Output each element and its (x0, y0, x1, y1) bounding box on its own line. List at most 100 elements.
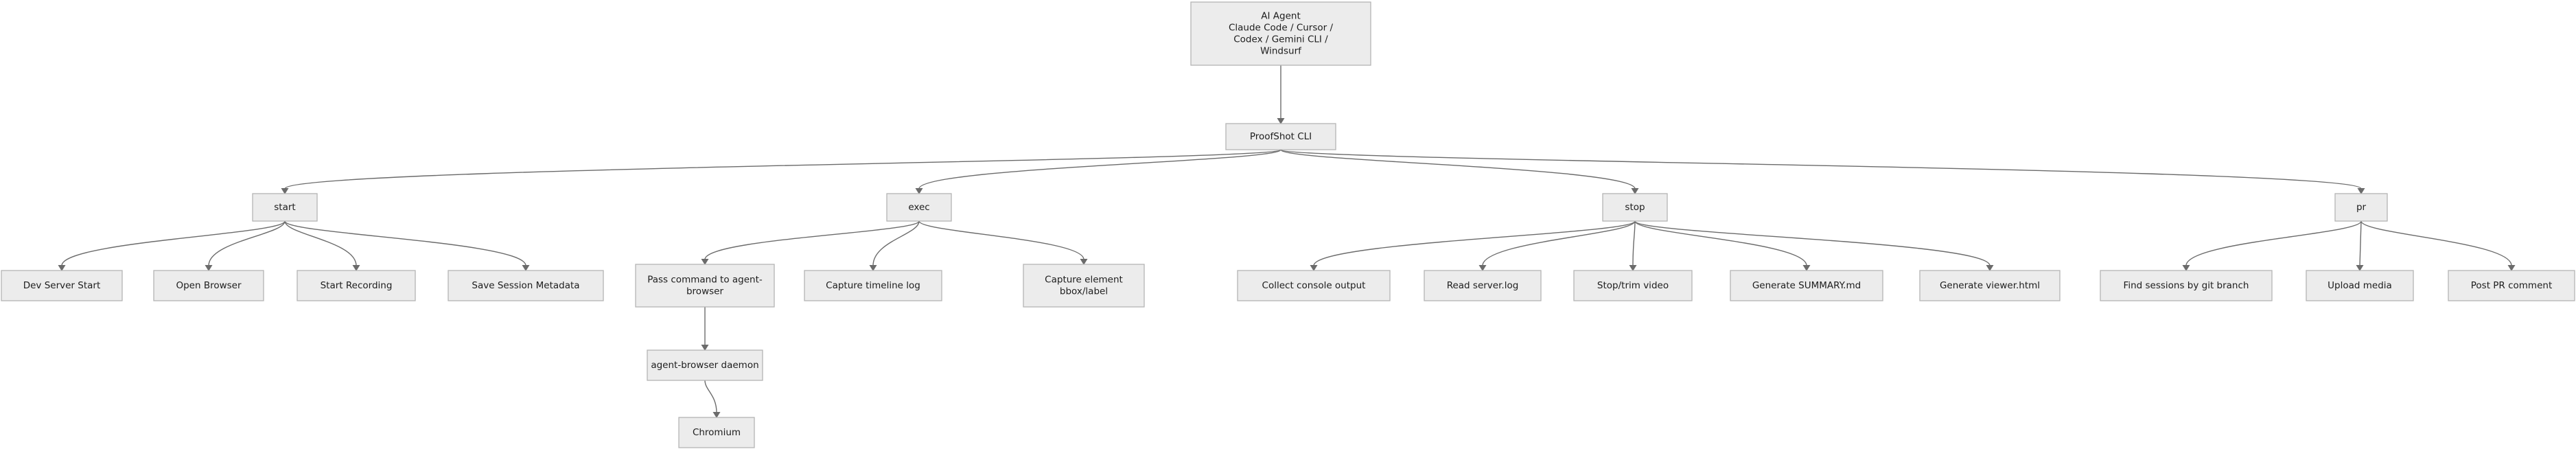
node-pr[interactable]: pr (2334, 193, 2388, 222)
node-generate-viewer-html[interactable]: Generate viewer.html (1919, 270, 2061, 301)
node-label-start-recording: Start Recording (321, 280, 393, 291)
node-start-recording[interactable]: Start Recording (297, 270, 416, 301)
node-label-open-browser: Open Browser (176, 280, 242, 291)
node-box-read-server-log[interactable] (1424, 270, 1542, 301)
node-label-pr: pr (2356, 202, 2367, 213)
node-box-open-browser[interactable] (153, 270, 264, 301)
node-label-line: exec (908, 202, 929, 213)
edge-exec-to-capture-element-bbox-label (918, 220, 1084, 260)
edge-arrowhead (2356, 265, 2364, 271)
node-label-line: Generate SUMMARY.md (1752, 280, 1861, 291)
edge-arrowhead (1631, 188, 1639, 194)
node-label-line: Save Session Metadata (472, 280, 579, 291)
node-exec[interactable]: exec (886, 193, 952, 222)
node-label-line: Windsurf (1260, 46, 1302, 57)
node-label-line: bbox/label (1060, 286, 1108, 297)
node-box-start-recording[interactable] (297, 270, 416, 301)
edge-arrowhead (1310, 265, 1318, 271)
edge-pr-to-find-sessions-by-git-branch (2185, 220, 2362, 266)
node-label-stop: stop (1625, 202, 1645, 213)
node-label-upload-media: Upload media (2328, 280, 2392, 291)
node-box-stop[interactable] (1602, 193, 1668, 222)
edge-arrowhead (915, 188, 923, 194)
node-label-line: Read server.log (1447, 280, 1519, 291)
node-label-line: Dev Server Start (23, 280, 101, 291)
edge-arrowhead (205, 265, 213, 271)
node-collect-console-output[interactable]: Collect console output (1237, 270, 1391, 301)
node-label-line: Collect console output (1262, 280, 1366, 291)
edge-exec-to-pass-command-to-agent-browser (704, 220, 920, 260)
edge-arrowhead (1080, 259, 1088, 265)
node-box-cli[interactable] (1225, 123, 1336, 150)
edge-arrowhead (281, 188, 289, 194)
edge-stop-to-stop-trim-video (1632, 220, 1636, 266)
node-generate-summary-md[interactable]: Generate SUMMARY.md (1730, 270, 1883, 301)
node-post-pr-comment[interactable]: Post PR comment (2448, 270, 2575, 301)
edge-arrowhead (522, 265, 530, 271)
node-box-generate-viewer-html[interactable] (1919, 270, 2061, 301)
edge-arrowhead (869, 265, 877, 271)
node-box-find-sessions-by-git-branch[interactable] (2100, 270, 2273, 301)
node-box-upload-media[interactable] (2306, 270, 2414, 301)
node-box-start[interactable] (252, 193, 318, 222)
node-open-browser[interactable]: Open Browser (153, 270, 264, 301)
node-box-exec[interactable] (886, 193, 952, 222)
node-box-dev-server-start[interactable] (1, 270, 123, 301)
node-stop[interactable]: stop (1602, 193, 1668, 222)
edge-arrowhead (2182, 265, 2190, 271)
node-upload-media[interactable]: Upload media (2306, 270, 2414, 301)
node-label-line: Codex / Gemini CLI / (1233, 34, 1328, 45)
node-capture-timeline-log[interactable]: Capture timeline log (804, 270, 942, 301)
node-dev-server-start[interactable]: Dev Server Start (1, 270, 123, 301)
node-label-line: Generate viewer.html (1940, 280, 2040, 291)
node-label-collect-console-output: Collect console output (1262, 280, 1366, 291)
node-label-cli: ProofShot CLI (1250, 131, 1312, 142)
node-box-pass-command-to-agent-browser[interactable] (635, 264, 775, 308)
node-box-collect-console-output[interactable] (1237, 270, 1391, 301)
node-pass-command-to-agent-browser[interactable]: Pass command to agent-browser (635, 264, 775, 308)
node-start[interactable]: start (252, 193, 318, 222)
node-cli[interactable]: ProofShot CLI (1225, 123, 1336, 150)
node-label-post-pr-comment: Post PR comment (2471, 280, 2553, 291)
node-box-pr[interactable] (2334, 193, 2388, 222)
node-box-stop-trim-video[interactable] (1573, 270, 1693, 301)
node-box-post-pr-comment[interactable] (2448, 270, 2575, 301)
edge-arrowhead (712, 412, 721, 418)
node-box-agent[interactable] (1190, 1, 1371, 66)
edge-pr-to-post-pr-comment (2360, 220, 2512, 266)
edge-exec-to-capture-timeline-log (872, 220, 920, 266)
node-label-line: Stop/trim video (1597, 280, 1669, 291)
edge-stop-to-collect-console-output (1313, 220, 1636, 266)
edge-arrowhead (2357, 188, 2365, 194)
node-box-agent-browser-daemon[interactable] (647, 349, 763, 381)
node-read-server-log[interactable]: Read server.log (1424, 270, 1542, 301)
node-label-line: Capture element (1045, 275, 1123, 286)
node-label-line: stop (1625, 202, 1645, 213)
node-label-generate-summary-md: Generate SUMMARY.md (1752, 280, 1861, 291)
node-stop-trim-video[interactable]: Stop/trim video (1573, 270, 1693, 301)
node-box-capture-element-bbox-label[interactable] (1023, 264, 1145, 308)
node-box-save-session-metadata[interactable] (448, 270, 604, 301)
node-save-session-metadata[interactable]: Save Session Metadata (448, 270, 604, 301)
edge-arrowhead (352, 265, 360, 271)
node-label-pass-command-to-agent-browser: Pass command to agent-browser (647, 275, 763, 297)
node-box-generate-summary-md[interactable] (1730, 270, 1883, 301)
node-label-generate-viewer-html: Generate viewer.html (1940, 280, 2040, 291)
edge-arrowhead (1478, 265, 1487, 271)
edge-start-to-open-browser (208, 220, 286, 266)
node-label-line: agent-browser daemon (651, 360, 758, 371)
node-label-line: Start Recording (321, 280, 393, 291)
node-find-sessions-by-git-branch[interactable]: Find sessions by git branch (2100, 270, 2273, 301)
edge-cli-to-exec (918, 149, 1281, 189)
node-label-exec: exec (908, 202, 929, 213)
edge-cli-to-pr (1280, 149, 2362, 189)
node-agent-browser-daemon[interactable]: agent-browser daemon (647, 349, 763, 381)
node-chromium[interactable]: Chromium (678, 417, 755, 448)
edge-arrowhead (1277, 118, 1285, 124)
node-box-chromium[interactable] (678, 417, 755, 448)
node-box-capture-timeline-log[interactable] (804, 270, 942, 301)
